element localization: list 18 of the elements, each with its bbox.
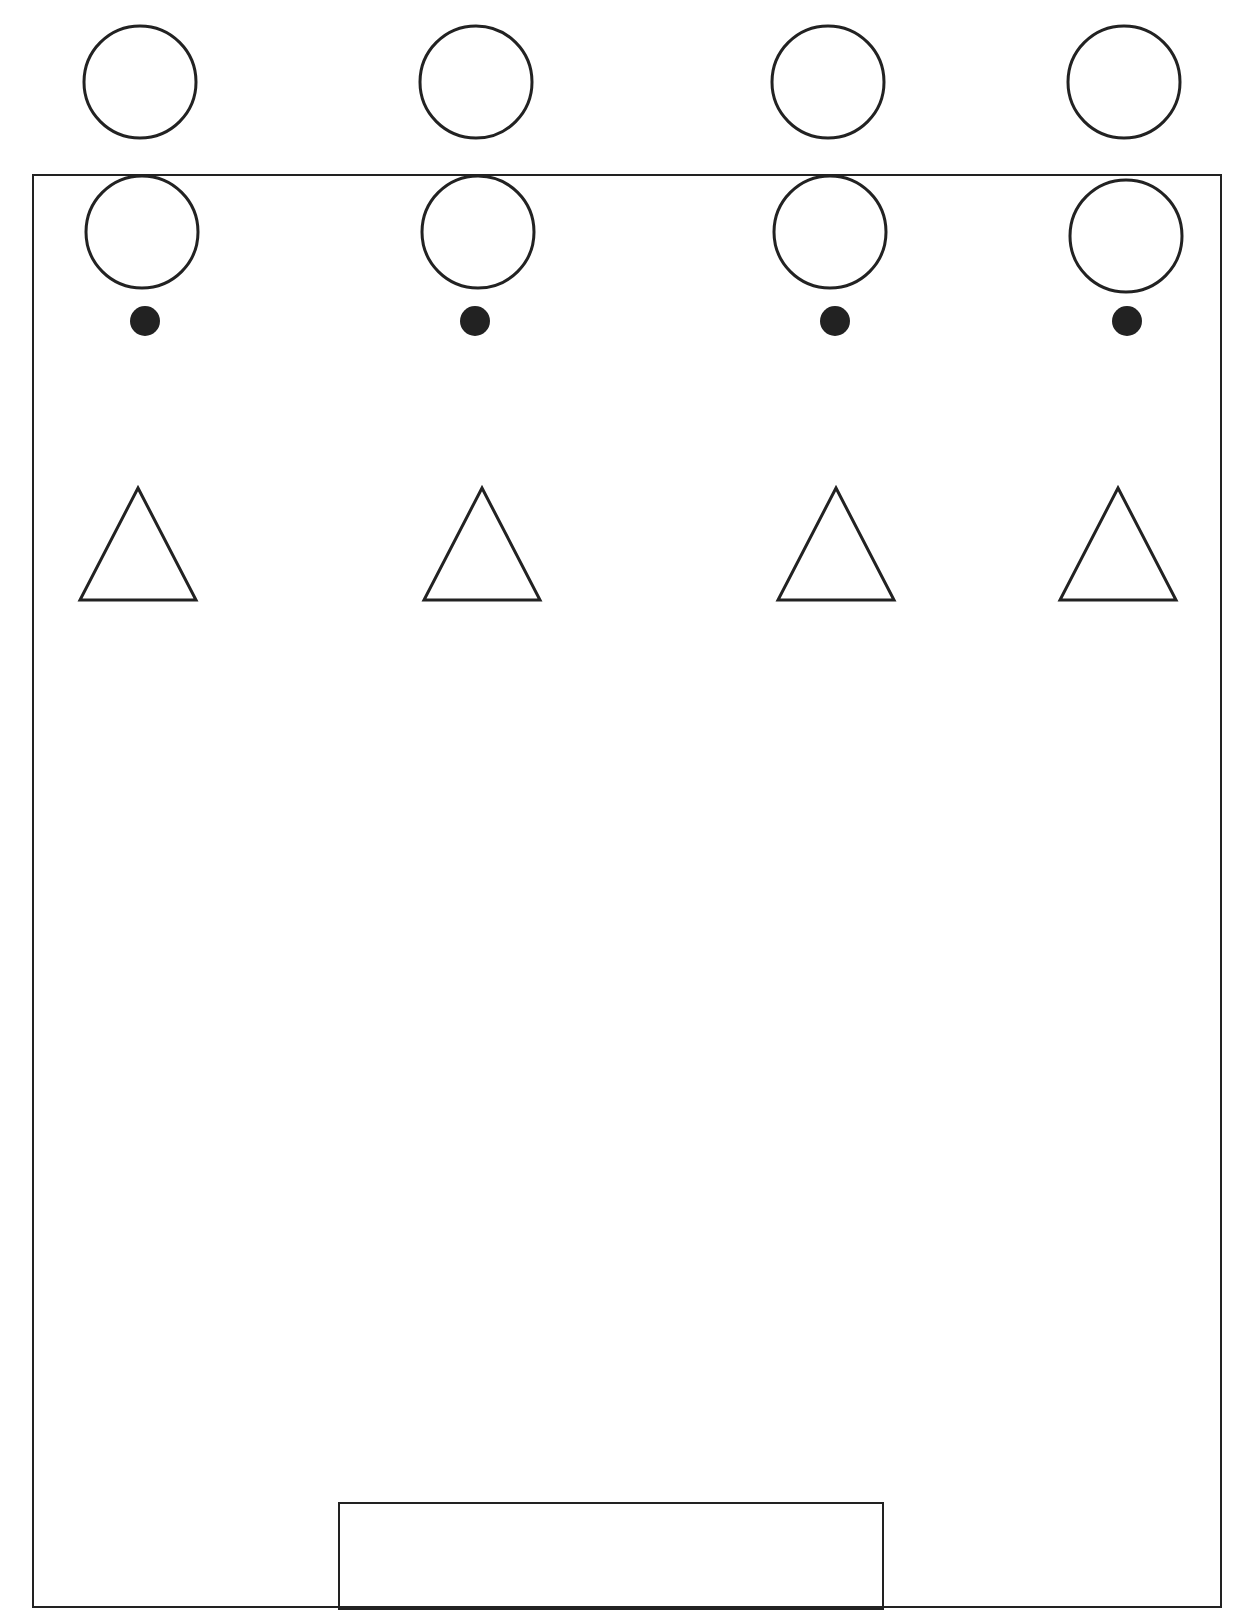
- player-circle: [770, 24, 886, 140]
- cone-triangle: [776, 486, 896, 602]
- ball-dot: [820, 306, 850, 336]
- goal-box: [338, 1502, 884, 1610]
- cone-triangle: [78, 486, 198, 602]
- player-circle: [420, 174, 536, 290]
- player-circle: [84, 174, 200, 290]
- player-circle: [1066, 24, 1182, 140]
- player-circle: [1068, 178, 1184, 294]
- cone-triangle: [422, 486, 542, 602]
- ball-dot: [130, 306, 160, 336]
- player-circle: [418, 24, 534, 140]
- cone-triangle: [1058, 486, 1178, 602]
- field-outline: [32, 174, 1222, 1608]
- ball-dot: [460, 306, 490, 336]
- player-circle: [82, 24, 198, 140]
- player-circle: [772, 174, 888, 290]
- ball-dot: [1112, 306, 1142, 336]
